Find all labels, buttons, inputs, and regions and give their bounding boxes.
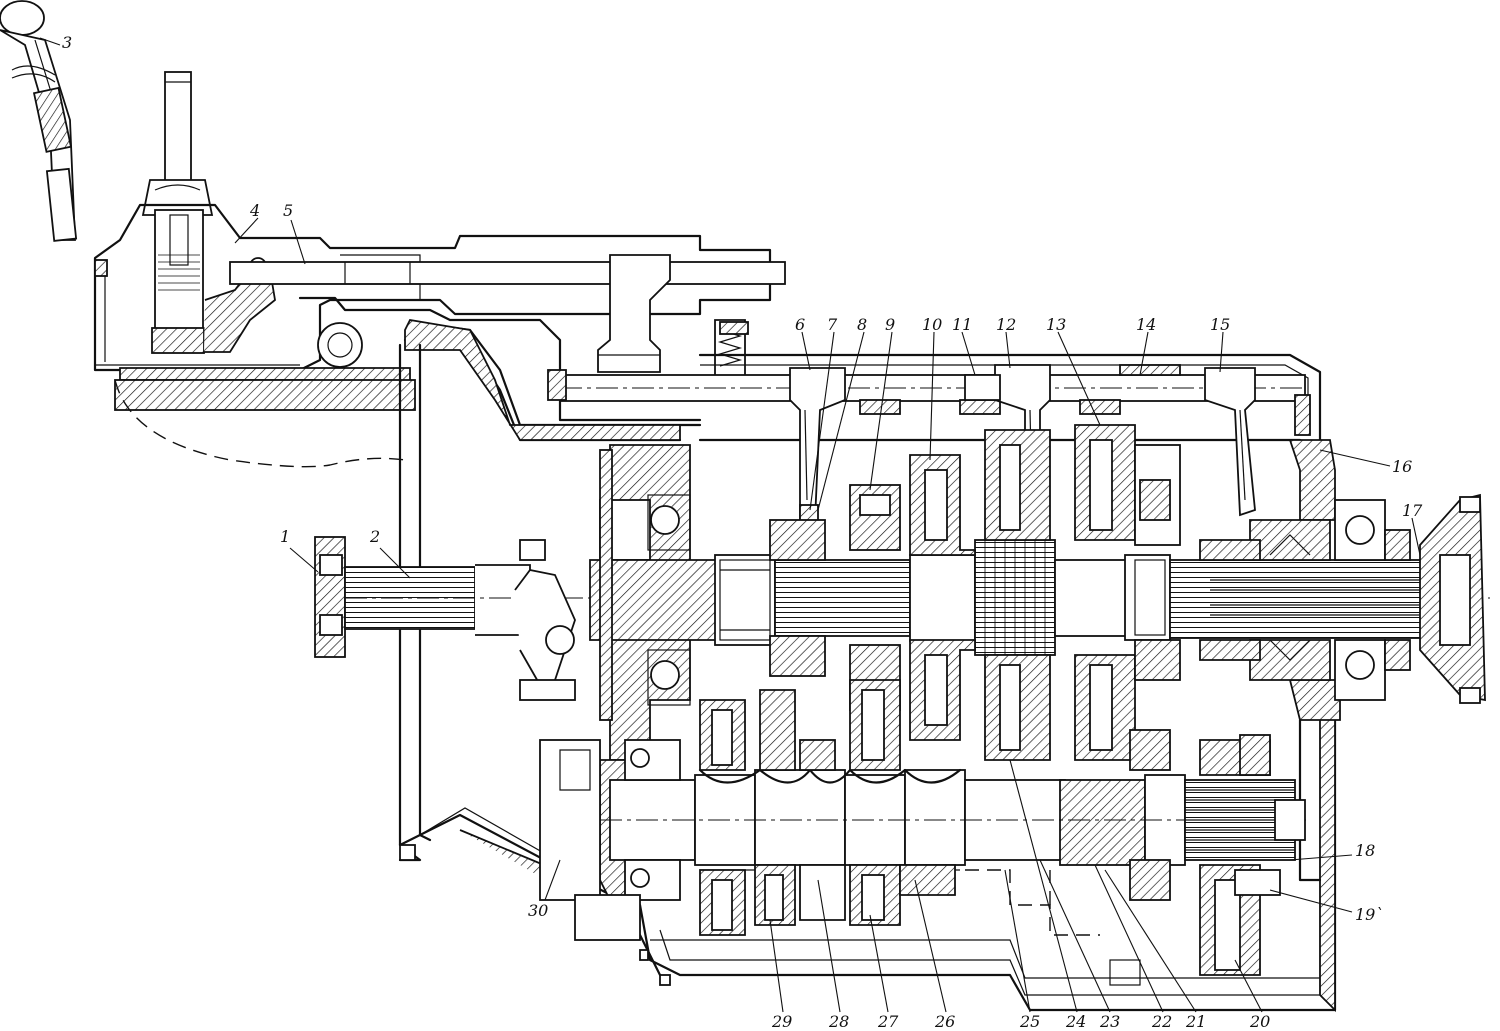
callout-26: 26 xyxy=(934,1012,955,1031)
callout-8: 8 xyxy=(857,315,867,334)
gear-lever-knob xyxy=(0,0,78,242)
callout-24: 24 xyxy=(1065,1012,1086,1031)
callout-22: 22 xyxy=(1151,1012,1172,1031)
callout-30: 30 xyxy=(528,901,548,920)
clutch-housing-outline xyxy=(114,379,406,468)
callout-12: 12 xyxy=(996,315,1016,334)
callout-28: 28 xyxy=(828,1012,849,1031)
callout-4: 4 xyxy=(249,201,260,220)
callout-7: 7 xyxy=(827,315,838,334)
main-shaft xyxy=(314,449,1490,721)
callout-3: 3 xyxy=(62,33,72,52)
callout-10: 10 xyxy=(922,315,942,334)
callout-15: 15 xyxy=(1210,315,1230,334)
callout-17: 17 xyxy=(1402,501,1423,520)
shift-fork-rear xyxy=(1204,367,1256,517)
callout-5: 5 xyxy=(283,201,293,220)
callout-25: 25 xyxy=(1019,1012,1040,1031)
callout-27: 27 xyxy=(877,1012,899,1031)
callout-9: 9 xyxy=(885,315,895,334)
callout-18: 18 xyxy=(1355,841,1375,860)
callout-11: 11 xyxy=(952,315,972,334)
callout-labels: 1 2 3 4 5 6 7 8 9 10 11 12 13 14 15 16 1… xyxy=(39,33,1423,1031)
callout-29: 29 xyxy=(771,1012,792,1031)
callout-13: 13 xyxy=(1046,315,1066,334)
callout-21: 21 xyxy=(1185,1012,1206,1031)
callout-23: 23 xyxy=(1099,1012,1120,1031)
main-shaft-gears xyxy=(769,424,1261,771)
callout-19: 19` xyxy=(1355,905,1383,924)
callout-16: 16 xyxy=(1392,457,1412,476)
shift-fork-front xyxy=(789,367,846,526)
callout-6: 6 xyxy=(795,315,805,334)
countershaft xyxy=(539,679,1310,976)
callout-20: 20 xyxy=(1249,1012,1270,1031)
callout-14: 14 xyxy=(1136,315,1156,334)
callout-2: 2 xyxy=(369,527,380,546)
callout-1: 1 xyxy=(280,527,290,546)
